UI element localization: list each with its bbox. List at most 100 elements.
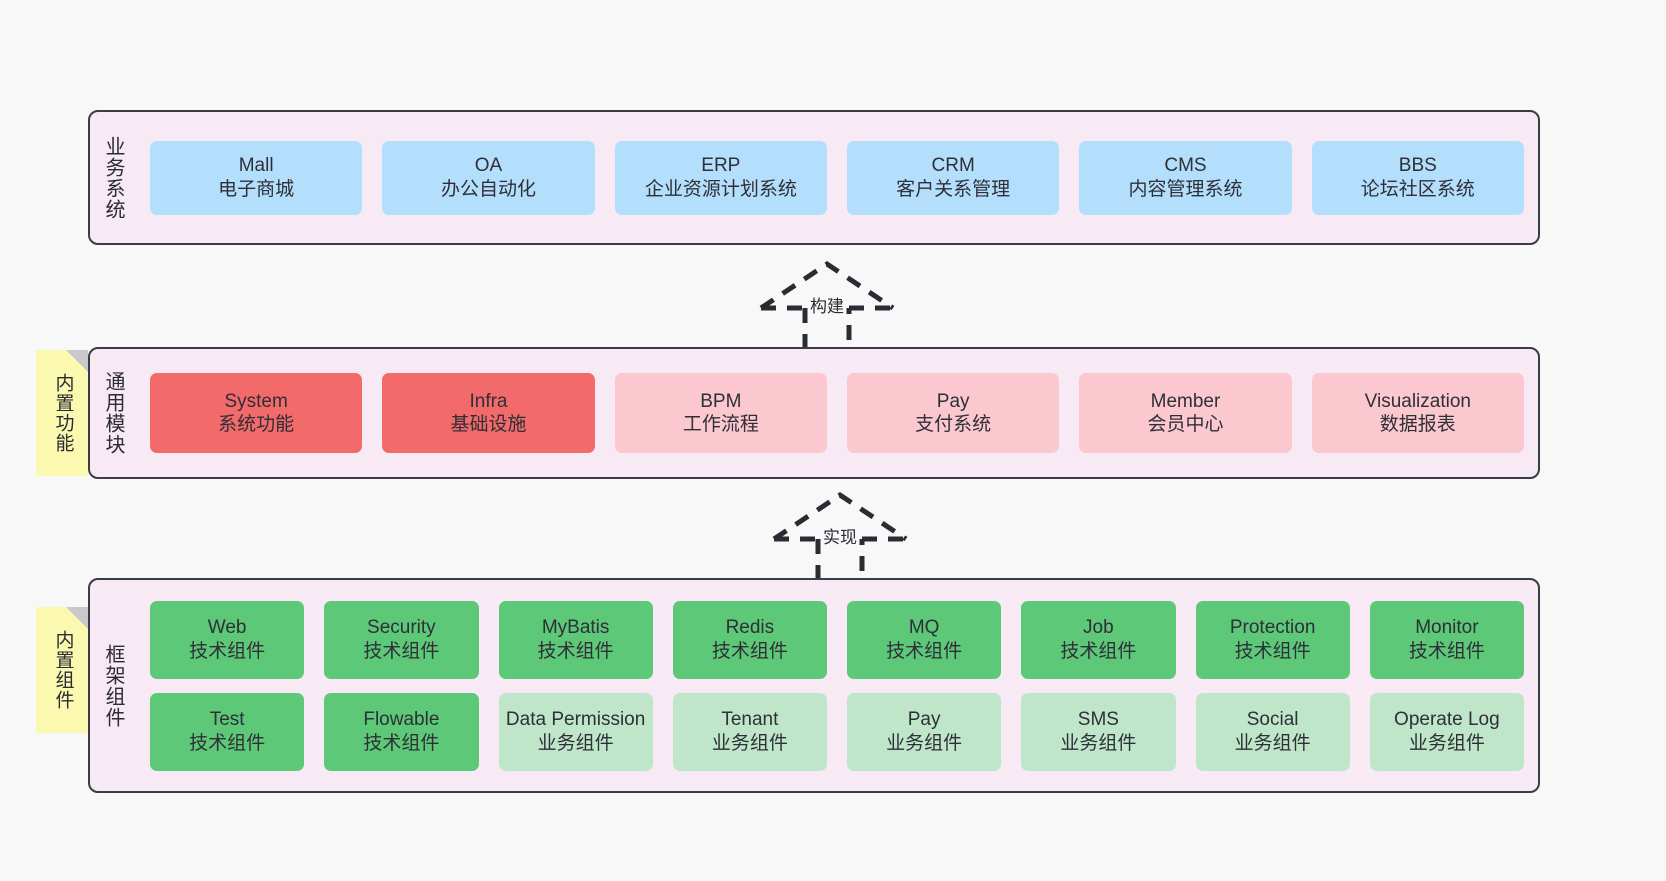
card-social[interactable]: Social 业务组件 xyxy=(1195,692,1350,771)
card-subtitle: 技术组件 xyxy=(1060,640,1137,662)
card-title: BPM xyxy=(700,390,742,412)
card-subtitle: 业务组件 xyxy=(1060,732,1137,754)
card-title: Web xyxy=(207,617,247,639)
card-title: CRM xyxy=(931,155,975,177)
card-bbs[interactable]: BBS 论坛社区系统 xyxy=(1311,140,1524,215)
layer-framework-components: 框架组件 Web 技术组件 Security 技术组件 MyBatis 技术组件… xyxy=(88,578,1540,793)
card-security[interactable]: Security 技术组件 xyxy=(324,600,479,679)
card-monitor[interactable]: Monitor 技术组件 xyxy=(1369,600,1524,679)
card-subtitle: 业务组件 xyxy=(1408,732,1485,754)
card-member[interactable]: Member 会员中心 xyxy=(1079,373,1292,453)
card-subtitle: 技术组件 xyxy=(1234,640,1311,662)
card-oa[interactable]: OA 办公自动化 xyxy=(382,140,595,215)
card-flowable[interactable]: Flowable 技术组件 xyxy=(324,692,479,771)
card-subtitle: 技术组件 xyxy=(189,640,266,662)
connector-label-build: 构建 xyxy=(810,297,844,316)
card-title: OA xyxy=(474,155,503,177)
card-row: System 系统功能 Infra 基础设施 BPM 工作流程 Pay 支付系统… xyxy=(150,373,1524,453)
note-fold-corner-icon xyxy=(66,607,88,629)
layer-card-area: System 系统功能 Infra 基础设施 BPM 工作流程 Pay 支付系统… xyxy=(136,349,1538,477)
card-title: Visualization xyxy=(1364,390,1471,412)
connector-label-realize: 实现 xyxy=(823,528,857,547)
card-cms[interactable]: CMS 内容管理系统 xyxy=(1079,140,1292,215)
connector-realize: 实现 xyxy=(760,489,920,589)
sticky-note-builtin-components: 内置组件 xyxy=(36,607,88,733)
layer-common-modules: 通用模块 System 系统功能 Infra 基础设施 BPM 工作流程 Pay… xyxy=(88,347,1540,479)
layer-label-framework-components: 框架组件 xyxy=(102,643,124,728)
card-subtitle: 企业资源计划系统 xyxy=(644,178,797,200)
card-operate-log[interactable]: Operate Log 业务组件 xyxy=(1369,692,1524,771)
card-subtitle: 客户关系管理 xyxy=(896,178,1011,200)
card-subtitle: 技术组件 xyxy=(363,640,440,662)
card-mybatis[interactable]: MyBatis 技术组件 xyxy=(498,600,653,679)
card-title: SMS xyxy=(1077,709,1119,731)
card-visualization[interactable]: Visualization 数据报表 xyxy=(1311,373,1524,453)
card-job[interactable]: Job 技术组件 xyxy=(1021,600,1176,679)
card-title: Flowable xyxy=(363,709,440,731)
layer-card-area: Web 技术组件 Security 技术组件 MyBatis 技术组件 Redi… xyxy=(136,580,1538,791)
note-fold-corner-icon xyxy=(66,350,88,372)
card-title: Data Permission xyxy=(505,709,646,731)
card-subtitle: 系统功能 xyxy=(218,414,295,435)
card-row: Mall 电子商城 OA 办公自动化 ERP 企业资源计划系统 CRM 客户关系… xyxy=(150,140,1524,215)
card-subtitle: 业务组件 xyxy=(886,732,963,754)
card-subtitle: 业务组件 xyxy=(1234,732,1311,754)
card-title: CMS xyxy=(1164,155,1207,177)
sticky-note-label: 内置功能 xyxy=(52,373,74,453)
card-title: Operate Log xyxy=(1394,709,1500,731)
dashed-realization-arrow-icon xyxy=(759,260,895,357)
card-subtitle: 电子商城 xyxy=(218,178,295,200)
card-system[interactable]: System 系统功能 xyxy=(150,373,363,453)
card-subtitle: 数据报表 xyxy=(1379,414,1456,435)
card-crm[interactable]: CRM 客户关系管理 xyxy=(846,140,1060,215)
card-subtitle: 技术组件 xyxy=(711,640,788,662)
card-subtitle: 技术组件 xyxy=(886,640,963,662)
card-infra[interactable]: Infra 基础设施 xyxy=(382,373,595,453)
layer-label-business-systems: 业务系统 xyxy=(102,135,124,220)
card-subtitle: 论坛社区系统 xyxy=(1360,178,1475,200)
card-subtitle: 支付系统 xyxy=(915,414,992,435)
dashed-realization-arrow-icon xyxy=(772,491,908,588)
card-tenant[interactable]: Tenant 业务组件 xyxy=(672,692,827,771)
card-subtitle: 技术组件 xyxy=(189,732,266,754)
card-subtitle: 基础设施 xyxy=(450,414,527,435)
card-title: Security xyxy=(367,617,436,639)
card-erp[interactable]: ERP 企业资源计划系统 xyxy=(614,140,827,215)
card-redis[interactable]: Redis 技术组件 xyxy=(672,600,827,679)
card-pay-business[interactable]: Pay 业务组件 xyxy=(847,692,1002,771)
card-mall[interactable]: Mall 电子商城 xyxy=(150,140,363,215)
layer-card-area: Mall 电子商城 OA 办公自动化 ERP 企业资源计划系统 CRM 客户关系… xyxy=(136,112,1538,243)
layer-label-common-modules: 通用模块 xyxy=(102,371,124,455)
connector-build: 构建 xyxy=(747,258,907,358)
card-row: Test 技术组件 Flowable 技术组件 Data Permission … xyxy=(150,692,1524,771)
card-sms[interactable]: SMS 业务组件 xyxy=(1021,692,1176,771)
card-title: Pay xyxy=(936,390,970,412)
card-title: Job xyxy=(1083,617,1114,639)
card-subtitle: 业务组件 xyxy=(537,732,614,754)
card-title: Protection xyxy=(1229,617,1316,639)
layer-business-systems: 业务系统 Mall 电子商城 OA 办公自动化 ERP 企业资源计划系统 CRM… xyxy=(88,110,1540,245)
card-mq[interactable]: MQ 技术组件 xyxy=(847,600,1002,679)
card-title: Mall xyxy=(238,155,274,177)
card-test[interactable]: Test 技术组件 xyxy=(150,692,305,771)
card-protection[interactable]: Protection 技术组件 xyxy=(1195,600,1350,679)
card-title: Infra xyxy=(469,390,508,412)
card-title: BBS xyxy=(1398,155,1437,177)
card-title: Pay xyxy=(907,709,941,731)
card-title: Member xyxy=(1150,390,1221,412)
card-bpm[interactable]: BPM 工作流程 xyxy=(614,373,827,453)
card-pay[interactable]: Pay 支付系统 xyxy=(846,373,1060,453)
card-title: Social xyxy=(1246,709,1299,731)
card-subtitle: 办公自动化 xyxy=(440,178,536,200)
card-title: MyBatis xyxy=(541,617,610,639)
card-subtitle: 技术组件 xyxy=(1408,640,1485,662)
card-subtitle: 内容管理系统 xyxy=(1128,178,1243,200)
card-data-permission[interactable]: Data Permission 业务组件 xyxy=(498,692,653,771)
card-title: MQ xyxy=(908,617,940,639)
card-web[interactable]: Web 技术组件 xyxy=(150,600,305,679)
card-title: System xyxy=(224,390,288,412)
card-subtitle: 工作流程 xyxy=(682,414,759,435)
card-title: Test xyxy=(209,709,245,731)
card-subtitle: 技术组件 xyxy=(363,732,440,754)
